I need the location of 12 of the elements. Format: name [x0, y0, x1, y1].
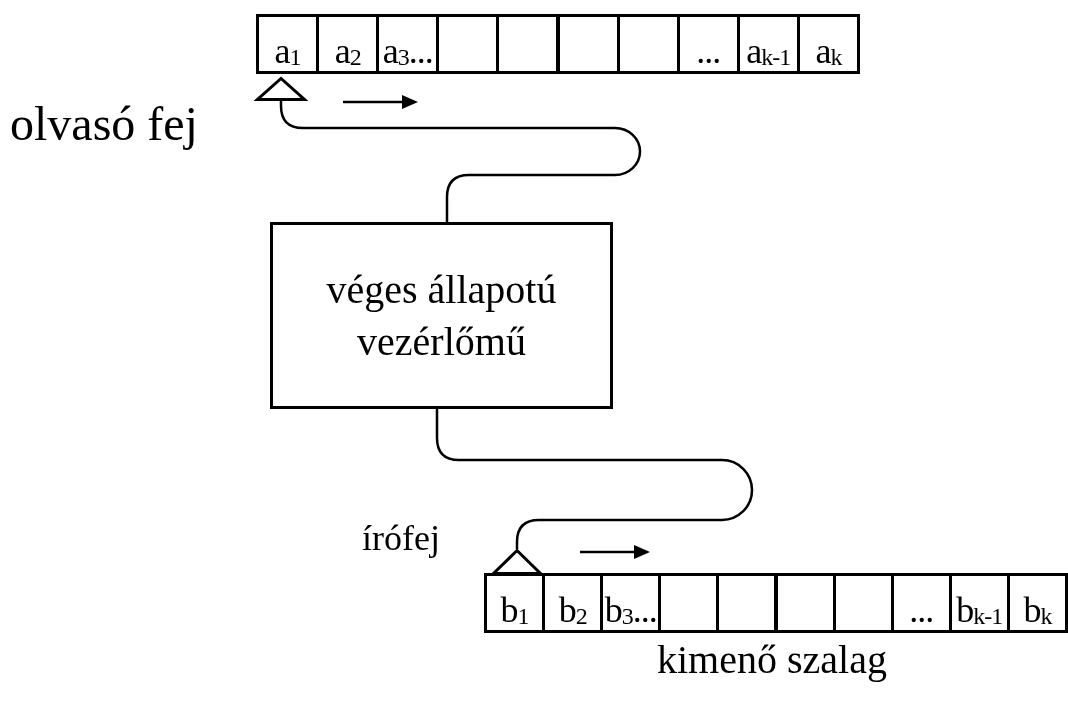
tape-cell: [496, 14, 560, 74]
tape-cell: [556, 14, 620, 74]
process-box: véges állapotú vezérlőmű: [270, 222, 613, 409]
connector-line: [279, 101, 642, 222]
connector-line: [435, 409, 754, 549]
head-triangle: [492, 549, 542, 575]
tape-cell: [716, 573, 778, 633]
head-label: írófej: [362, 520, 440, 556]
head-triangle: [256, 77, 306, 101]
tape-caption: kimenő szalag: [657, 640, 887, 680]
head-label: olvasó fej: [10, 100, 198, 148]
tape-cell: [774, 573, 836, 633]
